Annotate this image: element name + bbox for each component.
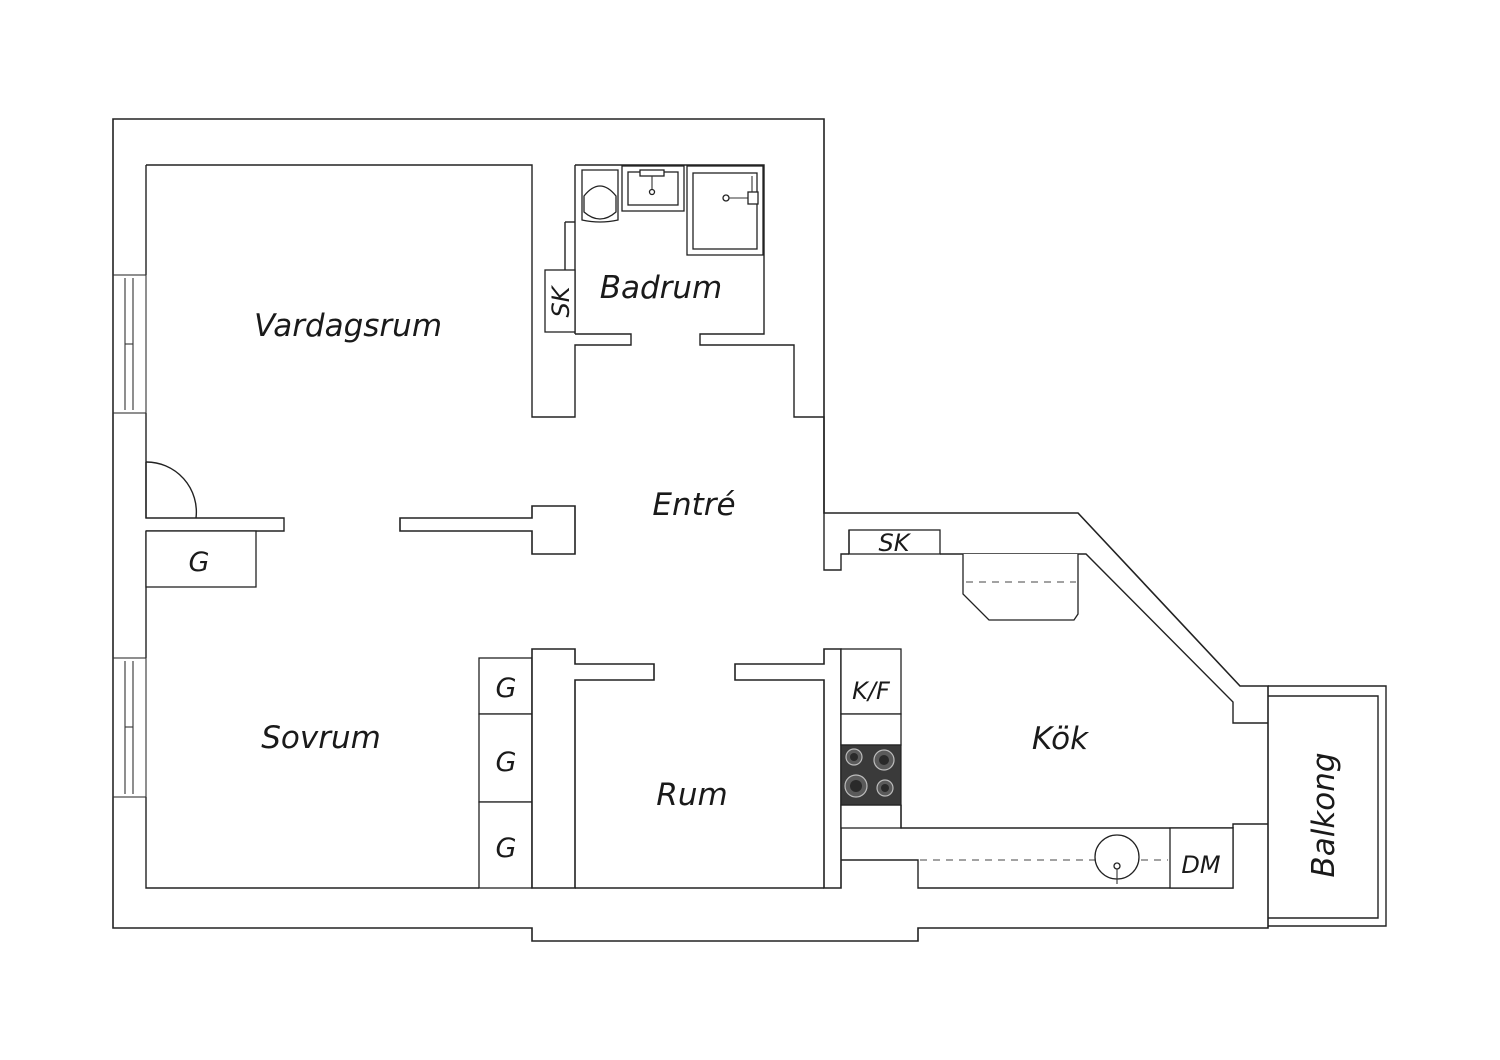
wardrobe-2-label: G <box>496 747 517 778</box>
balkong-outline <box>1268 685 1387 927</box>
room-label-badrum: Badrum <box>600 270 723 306</box>
wardrobe-hall-label: G <box>189 547 210 578</box>
room-label-rum: Rum <box>656 777 727 813</box>
wardrobe-3-label: G <box>496 833 517 864</box>
room-label-entre: Entré <box>652 487 735 523</box>
toilet-icon <box>581 169 619 223</box>
sink-icon <box>621 165 685 212</box>
window-top <box>112 274 147 414</box>
room-vardagsrum-outline <box>146 164 632 418</box>
cabinet-kitchen-label: SK <box>879 529 912 557</box>
room-label-sovrum: Sovrum <box>261 720 381 756</box>
dishwasher-label: DM <box>1181 851 1220 879</box>
room-label-vardagsrum: Vardagsrum <box>254 308 442 344</box>
kitchen-hood <box>962 554 1079 621</box>
shower-icon <box>686 165 764 256</box>
counter-left <box>840 713 902 829</box>
cabinet-bath: SK <box>544 269 576 333</box>
room-label-kok: Kök <box>1032 721 1089 757</box>
fridge-freezer: K/F <box>840 648 902 715</box>
cabinet-bath-label: SK <box>547 284 575 317</box>
wall-rum-kok <box>734 648 842 889</box>
cabinet-kitchen: SK <box>848 529 941 557</box>
wardrobe-hall: G <box>145 530 257 588</box>
wall-sovrum-rum <box>531 648 655 889</box>
fridge-freezer-label: K/F <box>852 677 891 705</box>
room-label-balkong: Balkong <box>1306 752 1342 877</box>
wardrobes-sovrum: G G G <box>478 657 533 889</box>
stove-icon <box>840 744 902 806</box>
dishwasher: DM <box>1169 827 1234 889</box>
wardrobe-1-label: G <box>496 673 517 704</box>
bath-inner-wall <box>564 221 575 270</box>
kitchen-sink-icon <box>1094 834 1140 884</box>
window-bottom <box>112 657 147 798</box>
partition-middle <box>399 505 576 555</box>
door-swing-arc <box>145 461 198 519</box>
